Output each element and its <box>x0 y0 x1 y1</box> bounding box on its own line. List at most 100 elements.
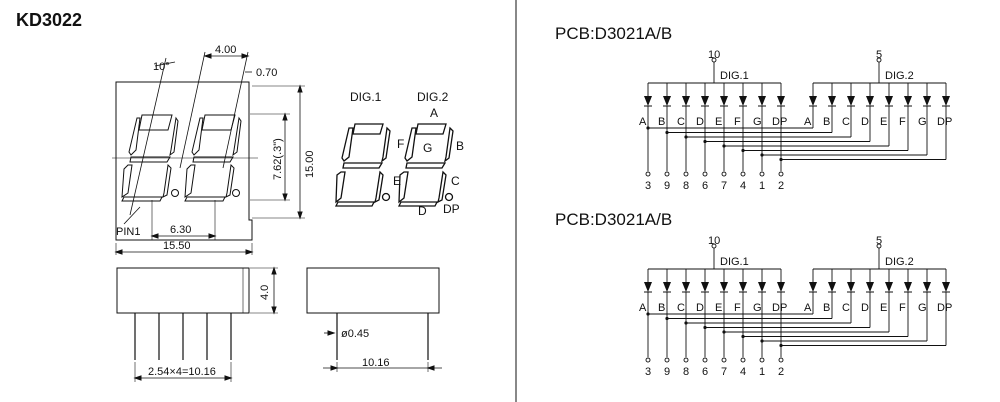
led-diode-icon <box>758 282 766 292</box>
segment-label: C <box>677 116 685 128</box>
junction-dot <box>684 321 688 325</box>
schematic-wiring <box>645 57 947 177</box>
large-digit-1 <box>334 123 391 207</box>
led-diode-icon <box>777 282 785 292</box>
junction-dot <box>741 334 745 339</box>
led-diode-icon <box>644 282 652 292</box>
pin-terminal <box>721 171 727 177</box>
dim-pin-pitch: 2.54×4=10.16 <box>148 366 216 378</box>
pin-number: 6 <box>702 366 708 378</box>
pin-terminal <box>759 171 765 177</box>
pin-number: 2 <box>778 180 784 192</box>
segment-label: DP <box>937 302 952 314</box>
led-diode-icon <box>885 282 893 292</box>
junction-dot <box>760 153 764 157</box>
led-diode-icon <box>809 282 817 292</box>
junction-dot <box>722 330 726 334</box>
led-diode-icon <box>809 96 817 106</box>
pin-number: 2 <box>778 366 784 378</box>
junction-dot <box>684 135 688 139</box>
led-diode-icon <box>701 96 709 106</box>
pin-number: 9 <box>664 366 670 378</box>
segment-label: C <box>842 302 850 314</box>
segment-label: B <box>823 116 830 128</box>
seg-label-e: E <box>393 174 401 188</box>
segment-label: G <box>918 116 927 128</box>
segment-label: F <box>899 116 906 128</box>
segment-label: A <box>804 116 812 128</box>
pin-terminal <box>740 357 746 363</box>
led-diode-icon <box>663 96 671 106</box>
pin-terminal <box>664 357 670 363</box>
seg-label-c: C <box>451 174 460 188</box>
led-diode-icon <box>828 282 836 292</box>
segment-label: G <box>918 302 927 314</box>
dim-width: 15.50 <box>163 240 191 252</box>
segment-label: F <box>899 302 906 314</box>
pin-terminal <box>759 357 765 363</box>
pin-terminal <box>645 171 651 177</box>
front-digit-2 <box>184 114 242 202</box>
led-diode-icon <box>866 282 874 292</box>
led-diode-icon <box>682 96 690 106</box>
led-diode-icon <box>866 96 874 106</box>
dim-height: 15.00 <box>304 150 316 178</box>
segment-label: D <box>696 116 704 128</box>
led-diode-icon <box>847 96 855 106</box>
dig1-label: DIG.1 <box>350 90 382 104</box>
segment-label: A <box>639 116 647 128</box>
pin-number: 4 <box>740 366 746 378</box>
dim-stroke: 0.70 <box>256 67 277 79</box>
pin-terminal <box>664 171 670 177</box>
led-diode-icon <box>942 96 950 106</box>
segment-label: C <box>842 116 850 128</box>
pin-terminal <box>645 357 651 363</box>
segment-label: B <box>823 302 830 314</box>
led-diode-icon <box>847 282 855 292</box>
side-view <box>116 266 278 382</box>
pin-terminal <box>740 171 746 177</box>
dim-angle: 10° <box>153 61 170 73</box>
led-diode-icon <box>720 96 728 106</box>
pin-number: 8 <box>683 180 689 192</box>
front-digit-1 <box>121 114 179 202</box>
dig1-label: DIG.1 <box>720 256 749 268</box>
segment-label: E <box>715 116 722 128</box>
common-pin-1: 10 <box>708 49 720 61</box>
junction-dot <box>703 325 707 330</box>
seg-label-f: F <box>397 137 404 151</box>
led-diode-icon <box>758 96 766 106</box>
junction-dot <box>646 312 650 316</box>
segment-label: D <box>861 116 869 128</box>
led-diode-icon <box>885 96 893 106</box>
pin-number: 4 <box>740 180 746 192</box>
dig2-label: DIG.2 <box>417 90 449 104</box>
led-diode-icon <box>828 96 836 106</box>
dim-row-span: 10.16 <box>362 357 390 369</box>
common-pin-2: 5 <box>876 235 882 247</box>
junction-dot <box>646 126 650 130</box>
pin-terminal <box>702 171 708 177</box>
segment-label: B <box>658 116 665 128</box>
dim-thickness: 4.0 <box>259 285 271 300</box>
pin1-label: PIN1 <box>116 226 140 238</box>
led-diode-icon <box>644 96 652 106</box>
segment-label: B <box>658 302 665 314</box>
pin-number: 3 <box>645 366 651 378</box>
led-diode-icon <box>739 96 747 106</box>
dig2-label: DIG.2 <box>885 256 914 268</box>
common-pin-1: 10 <box>708 235 720 247</box>
junction-dot <box>779 157 783 162</box>
led-diode-icon <box>720 282 728 292</box>
seg-label-b: B <box>456 139 464 153</box>
junction-dot <box>760 339 764 343</box>
junction-dot <box>665 316 669 321</box>
led-diode-icon <box>942 282 950 292</box>
junction-dot <box>665 130 669 135</box>
seg-label-g: G <box>423 141 432 155</box>
segment-label: A <box>804 302 812 314</box>
large-digit-2 <box>397 123 454 207</box>
dim-pin-dia: ø0.45 <box>341 328 369 340</box>
common-pin-2: 5 <box>876 49 882 61</box>
segment-label: G <box>753 302 762 314</box>
